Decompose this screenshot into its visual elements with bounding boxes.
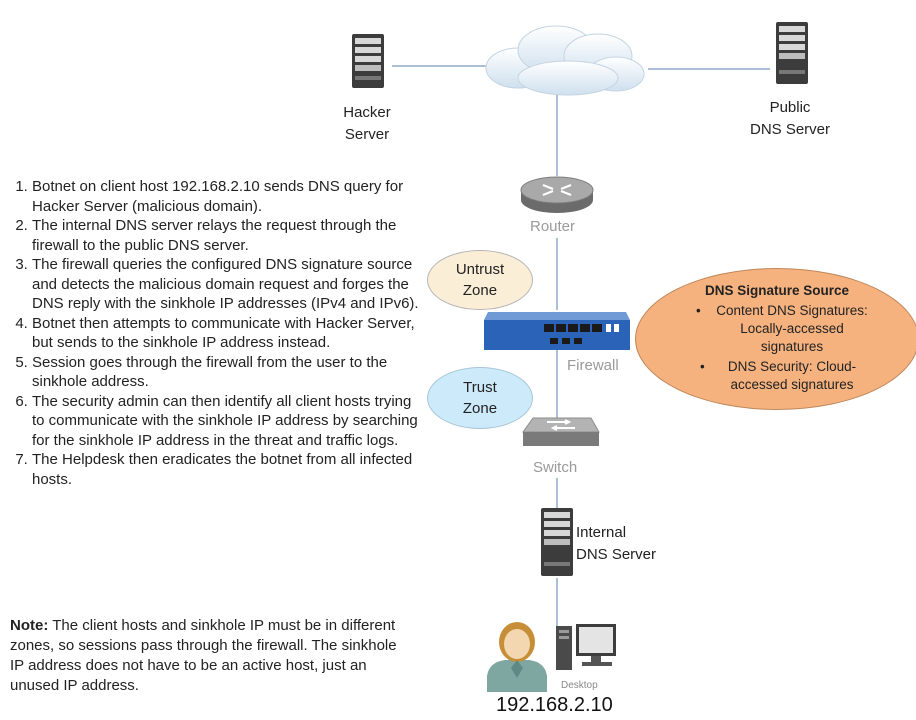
step-item: The internal DNS server relays the reque… bbox=[32, 216, 427, 255]
client-ip-label: 192.168.2.10 bbox=[496, 694, 613, 716]
firewall-label: Firewall bbox=[567, 357, 619, 374]
hacker-server-icon bbox=[352, 34, 384, 88]
router-icon bbox=[520, 176, 594, 213]
note-paragraph: Note: The client hosts and sinkhole IP m… bbox=[10, 616, 410, 696]
step-item: The firewall queries the configured DNS … bbox=[32, 255, 427, 314]
step-item: Botnet then attempts to communicate with… bbox=[32, 314, 427, 353]
internal-dns-label: Internal DNS Server bbox=[576, 524, 657, 563]
internet-cloud-icon bbox=[485, 25, 645, 96]
step-item: The Helpdesk then eradicates the botnet … bbox=[32, 450, 427, 489]
step-item: Session goes through the firewall from t… bbox=[32, 353, 427, 392]
dns-signature-source: DNS Signature Source • Content DNS Signa… bbox=[635, 268, 916, 410]
signature-item: DNS Security: Cloud- accessed signatures bbox=[727, 359, 857, 392]
bullet-icon: • bbox=[696, 303, 701, 318]
public-dns-label: Public DNS Server bbox=[749, 99, 831, 138]
untrust-zone-label: Untrust Zone bbox=[455, 261, 505, 299]
signature-item: Content DNS Signatures: Locally-accessed… bbox=[716, 303, 868, 354]
public-dns-server-icon bbox=[776, 22, 808, 84]
steps-list: Botnet on client host 192.168.2.10 sends… bbox=[10, 177, 427, 489]
note-label: Note: bbox=[10, 617, 49, 634]
switch-icon bbox=[522, 417, 600, 446]
user-icon bbox=[487, 622, 547, 692]
switch-label: Switch bbox=[533, 459, 578, 476]
step-item: Botnet on client host 192.168.2.10 sends… bbox=[32, 177, 427, 216]
desktop-label: Desktop bbox=[561, 680, 598, 691]
untrust-zone: Untrust Zone bbox=[427, 250, 533, 310]
bullet-icon: • bbox=[700, 359, 705, 374]
hacker-server-label: Hacker Server bbox=[343, 104, 391, 143]
router-label: Router bbox=[530, 218, 576, 235]
step-item: The security admin can then identify all… bbox=[32, 392, 427, 451]
note-text: The client hosts and sinkhole IP must be… bbox=[10, 617, 397, 694]
internal-dns-server-icon bbox=[541, 508, 573, 576]
signature-source-title: DNS Signature Source bbox=[704, 283, 850, 298]
trust-zone-label: Trust Zone bbox=[462, 379, 498, 417]
trust-zone: Trust Zone bbox=[427, 367, 533, 429]
firewall-icon bbox=[484, 312, 630, 350]
desktop-computer-icon bbox=[556, 624, 616, 670]
